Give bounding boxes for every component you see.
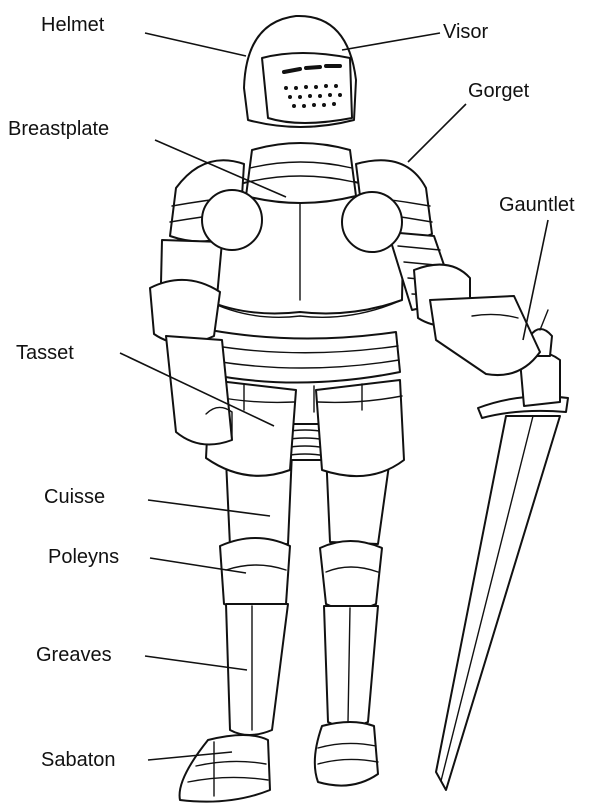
label-gorget: Gorget: [468, 80, 530, 102]
label-visor: Visor: [443, 21, 489, 43]
leader-gorget: [408, 104, 466, 162]
label-breastplate: Breastplate: [8, 118, 109, 140]
sword: [436, 310, 568, 790]
label-sabaton: Sabaton: [41, 749, 116, 771]
label-cuisse: Cuisse: [44, 486, 105, 508]
label-gauntlet: Gauntlet: [499, 194, 575, 216]
label-helmet: Helmet: [41, 14, 105, 36]
helmet-shape: [244, 16, 356, 127]
leader-helmet: [145, 33, 246, 56]
label-tasset: Tasset: [16, 342, 74, 364]
label-greaves: Greaves: [36, 644, 112, 666]
leader-gauntlet: [523, 220, 548, 340]
leader-visor: [342, 33, 440, 50]
legs: [180, 424, 390, 802]
label-poleyns: Poleyns: [48, 546, 119, 568]
